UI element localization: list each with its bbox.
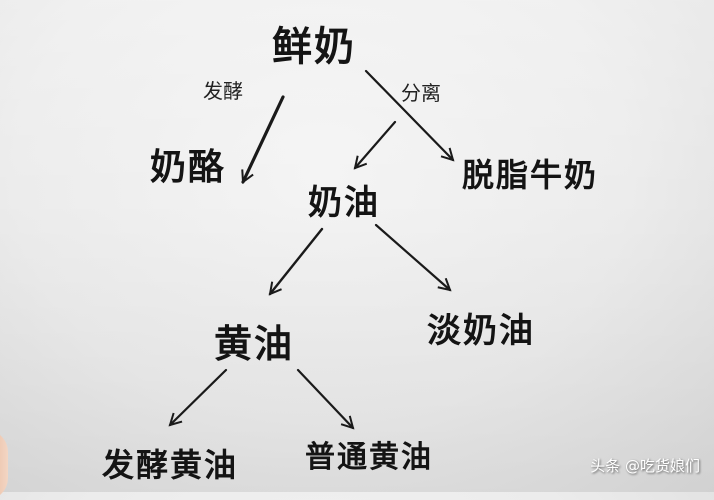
arrow-cream-to-butter (270, 227, 324, 294)
arrow-butter-to-regular (296, 368, 353, 428)
arrow-separate-to-cream (355, 120, 397, 168)
arrow-butter-to-cultured (170, 368, 228, 425)
node-cultured-butter: 发酵黄油 (102, 446, 239, 484)
arrow-fresh-to-skim (364, 69, 453, 160)
arrow-cream-to-light-cream (374, 223, 450, 290)
node-butter: 黄油 (214, 322, 295, 366)
watermark: 头条 @吃货娘们 (590, 457, 700, 475)
edge-label-ferment: 发酵 (203, 79, 243, 103)
node-cream: 奶油 (308, 183, 380, 223)
node-cheese: 奶酪 (150, 147, 227, 188)
arrow-fresh-to-cheese (243, 95, 285, 182)
node-skim-milk: 脱脂牛奶 (462, 156, 599, 194)
node-regular-butter: 普通黄油 (305, 440, 433, 475)
finger-edge (0, 430, 8, 500)
node-fresh-milk: 鲜奶 (272, 24, 356, 70)
edge-label-separate: 分离 (401, 81, 441, 105)
node-light-cream: 淡奶油 (427, 311, 535, 351)
